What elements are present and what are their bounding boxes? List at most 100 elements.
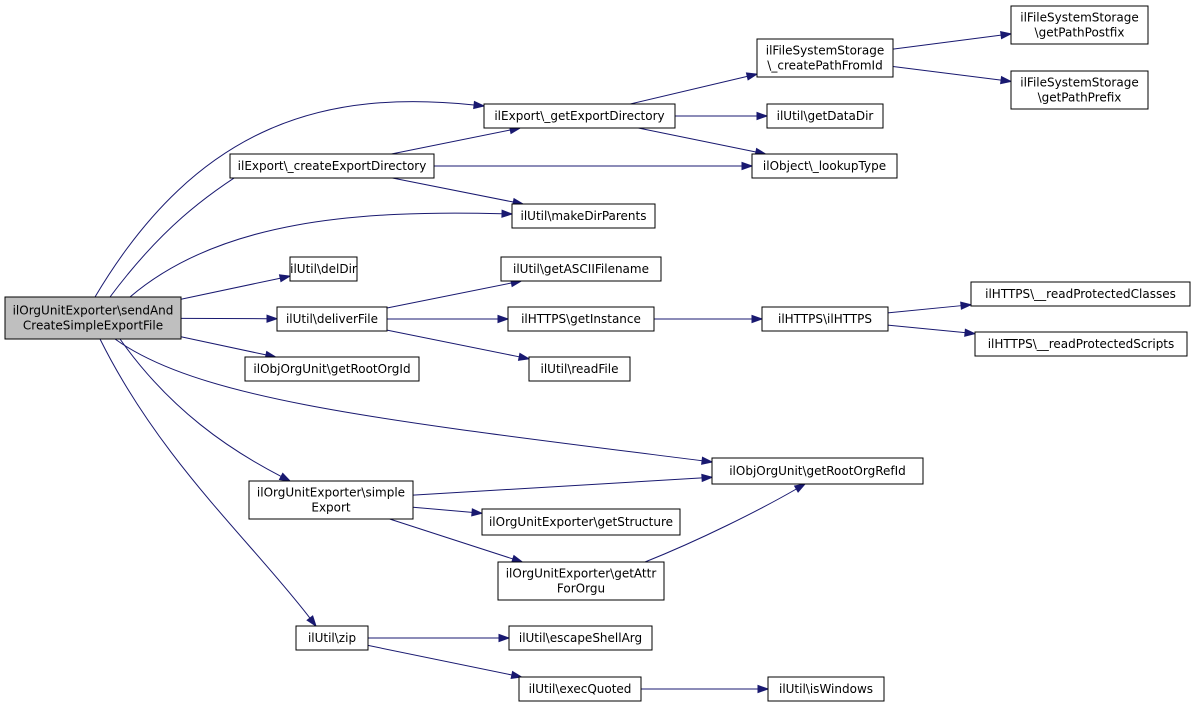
edge-createExportDirectory-to-lookupType (434, 161, 754, 171)
node-label: ilOrgUnitExporter\sendAnd (13, 304, 174, 318)
edge-deliverFile-to-readFile-arrowhead (517, 352, 531, 361)
node-box (507, 306, 655, 332)
node-label: ilUtil\getASCIIFilename (513, 262, 649, 276)
node-label: ilFileSystemStorage (766, 44, 884, 58)
node-execQuoted[interactable]: ilUtil\execQuoted (518, 676, 642, 702)
node-box (229, 153, 435, 179)
edge-root-to-simpleExport (119, 338, 292, 482)
edge-root-to-zip-arrowhead (306, 615, 317, 628)
edge-ilHTTPS-to-readProtectedScripts-line (887, 324, 966, 334)
edge-deliverFile-to-getASCIIFilename (386, 278, 523, 309)
node-label: ilUtil\deliverFile (286, 312, 378, 326)
edge-root-to-zip (99, 338, 317, 628)
edge-createPathFromId-to-getPathPrefix (892, 66, 1013, 85)
node-box (970, 281, 1191, 307)
node-box (276, 306, 388, 332)
node-ilHTTPS[interactable]: ilHTTPS\ilHTTPS (761, 306, 889, 332)
edge-root-to-getExportDirectory (94, 100, 486, 298)
edge-ilHTTPS-to-readProtectedClasses-line (887, 305, 962, 314)
node-label: ilObject\_lookupType (763, 159, 886, 173)
edge-deliverFile-to-getInstance-arrowhead (497, 314, 510, 324)
edge-execQuoted-to-isWindows-arrowhead (757, 684, 770, 694)
edge-createExportDirectory-to-lookupType-arrowhead (741, 161, 754, 171)
edge-zip-to-escapeShellArg-arrowhead (498, 633, 511, 643)
node-zip[interactable]: ilUtil\zip (295, 625, 369, 651)
node-getDataDir[interactable]: ilUtil\getDataDir (766, 103, 884, 129)
edge-root-to-createExportDirectory (109, 159, 265, 298)
node-box (528, 356, 631, 382)
node-lookupType[interactable]: ilObject\_lookupType (751, 153, 898, 179)
node-getInstance[interactable]: ilHTTPS\getInstance (507, 306, 655, 332)
node-label: ilUtil\execQuoted (529, 682, 632, 696)
edge-simpleExport-to-getStructure-line (412, 506, 473, 513)
edge-root-to-getRootOrgId (180, 336, 278, 359)
edge-createPathFromId-to-getPathPostfix (892, 31, 1013, 50)
edge-root-to-deliverFile (180, 314, 279, 323)
node-label: \_createPathFromId (767, 59, 882, 73)
node-label: ilFileSystemStorage (1020, 76, 1138, 90)
node-label: ilExport\_getExportDirectory (494, 109, 664, 123)
edge-getExportDirectory-to-createPathFromId (630, 72, 759, 105)
node-getPathPostfix[interactable]: ilFileSystemStorage\getPathPostfix (1010, 5, 1149, 45)
edge-root-to-simpleExport-line (119, 338, 282, 477)
node-label: ilUtil\getDataDir (777, 109, 874, 123)
edge-root-to-getRootOrgRefId-arrowhead (701, 456, 714, 465)
node-getExportDirectory[interactable]: ilExport\_getExportDirectory (483, 103, 676, 129)
node-getRootOrgRefId[interactable]: ilObjOrgUnit\getRootOrgRefId (711, 457, 924, 485)
edge-root-to-getRootOrgRefId-line (114, 338, 703, 462)
node-box (751, 153, 898, 179)
node-getRootOrgId[interactable]: ilObjOrgUnit\getRootOrgId (244, 356, 420, 382)
edge-deliverFile-to-getInstance (387, 314, 510, 324)
node-box (767, 676, 885, 702)
edge-getExportDirectory-to-createPathFromId-line (630, 75, 748, 105)
edge-getInstance-to-ilHTTPS-arrowhead (751, 314, 764, 324)
edge-createPathFromId-to-getPathPostfix-line (892, 34, 1002, 50)
node-box (756, 38, 894, 78)
node-getStructure[interactable]: ilOrgUnitExporter\getStructure (481, 508, 681, 536)
edge-deliverFile-to-readFile-line (386, 329, 520, 358)
edge-root-to-deliverFile-arrowhead (266, 314, 279, 323)
edge-root-to-getRootOrgId-line (180, 336, 267, 356)
node-readFile[interactable]: ilUtil\readFile (528, 356, 631, 382)
node-label: ilHTTPS\__readProtectedScripts (988, 337, 1175, 351)
node-box (244, 356, 420, 382)
edge-root-to-simpleExport-arrowhead (278, 472, 292, 482)
node-box (4, 296, 182, 340)
node-escapeShellArg[interactable]: ilUtil\escapeShellArg (508, 625, 653, 651)
edge-createPathFromId-to-getPathPostfix-arrowhead (1000, 31, 1013, 40)
edge-createExportDirectory-to-getExportDirectory-line (391, 129, 511, 155)
node-readProtectedScripts[interactable]: ilHTTPS\__readProtectedScripts (974, 331, 1188, 357)
node-label: \getPathPostfix (1035, 26, 1125, 40)
node-root[interactable]: ilOrgUnitExporter\sendAndCreateSimpleExp… (4, 296, 182, 340)
node-box (766, 103, 884, 129)
node-box (289, 256, 358, 282)
edge-getAttrForOrgu-to-getRootOrgRefId (644, 483, 807, 563)
node-box (497, 561, 665, 601)
node-createPathFromId[interactable]: ilFileSystemStorage\_createPathFromId (756, 38, 894, 78)
edge-root-to-makeDirParents-arrowhead (501, 209, 514, 218)
node-isWindows[interactable]: ilUtil\isWindows (767, 676, 885, 702)
node-getASCIIFilename[interactable]: ilUtil\getASCIIFilename (500, 256, 662, 282)
edge-zip-to-execQuoted (367, 644, 524, 680)
edge-deliverFile-to-getASCIIFilename-line (386, 282, 512, 309)
node-makeDirParents[interactable]: ilUtil\makeDirParents (511, 203, 656, 229)
edge-simpleExport-to-getAttrForOrgu-arrowhead (511, 554, 524, 563)
node-getPathPrefix[interactable]: ilFileSystemStorage\getPathPrefix (1010, 70, 1149, 110)
node-label: Export (311, 501, 351, 515)
edge-root-to-delDir-arrowhead (278, 274, 292, 283)
edge-getExportDirectory-to-getDataDir (675, 111, 769, 121)
node-label: ilOrgUnitExporter\getStructure (489, 515, 673, 529)
node-createExportDirectory[interactable]: ilExport\_createExportDirectory (229, 153, 435, 179)
edge-getExportDirectory-to-createPathFromId-arrowhead (745, 72, 759, 81)
node-deliverFile[interactable]: ilUtil\deliverFile (276, 306, 388, 332)
node-box (1010, 70, 1149, 110)
edge-root-to-delDir (180, 274, 292, 300)
node-readProtectedClasses[interactable]: ilHTTPS\__readProtectedClasses (970, 281, 1191, 307)
edge-getInstance-to-ilHTTPS (654, 314, 764, 324)
node-delDir[interactable]: ilUtil\delDir (289, 256, 358, 282)
node-label: ilUtil\makeDirParents (521, 209, 647, 223)
edge-simpleExport-to-getStructure-arrowhead (471, 508, 484, 517)
node-label: ilFileSystemStorage (1020, 11, 1138, 25)
